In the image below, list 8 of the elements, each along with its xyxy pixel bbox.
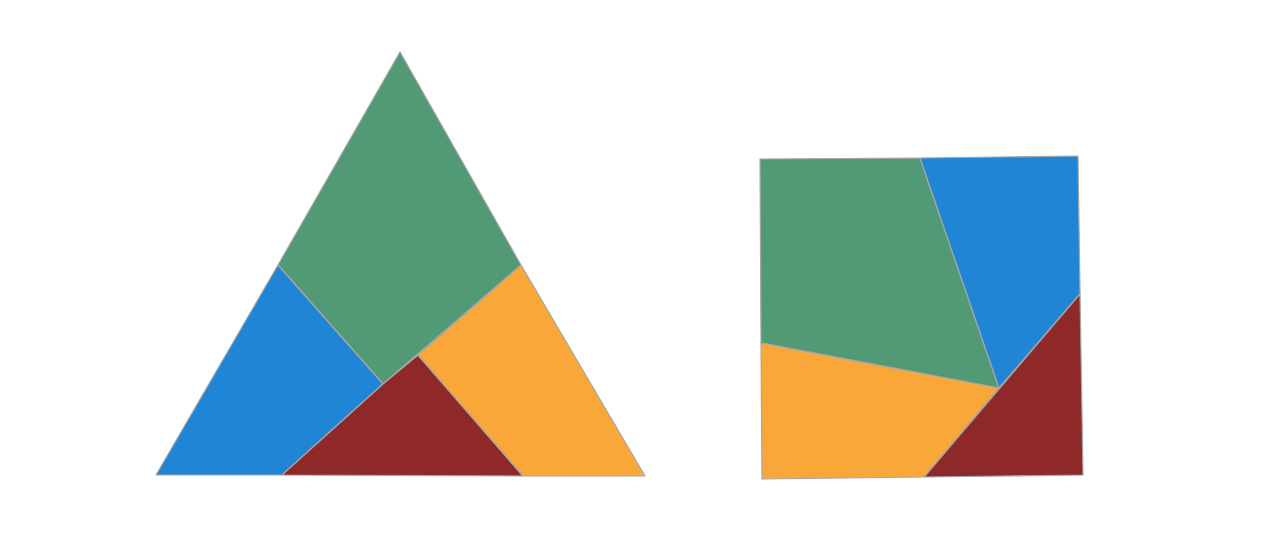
- puzzle-piece: [760, 342, 1000, 480]
- puzzle-piece: [919, 155, 1081, 389]
- puzzle-piece: [281, 354, 524, 477]
- puzzle-piece: [155, 264, 384, 476]
- puzzle-piece: [417, 264, 646, 477]
- puzzle-piece: [923, 293, 1084, 478]
- puzzle-piece: [759, 157, 1000, 389]
- puzzle-piece: [277, 51, 522, 385]
